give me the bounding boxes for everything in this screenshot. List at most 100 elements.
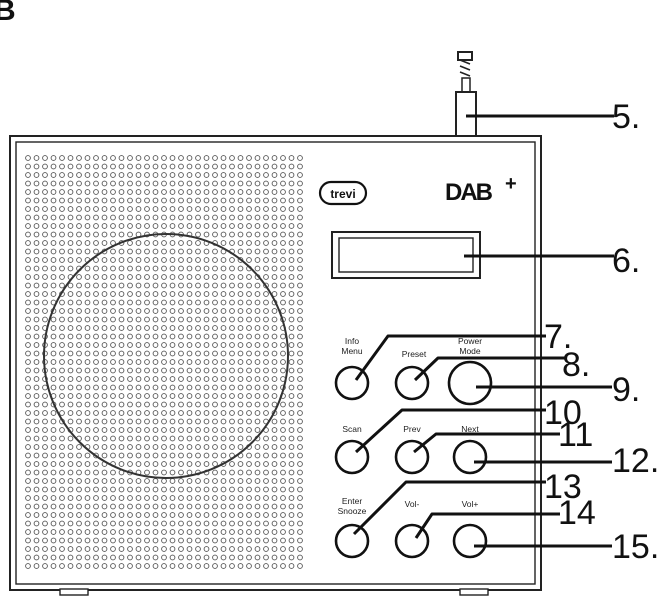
grille-hole <box>152 401 159 408</box>
grille-hole <box>144 384 150 391</box>
next-button[interactable]: Next <box>452 424 488 475</box>
grille-hole <box>254 350 261 357</box>
grille-hole <box>263 529 269 535</box>
grille-hole <box>84 325 91 331</box>
grille-hole <box>229 282 235 289</box>
grille-hole <box>127 308 133 314</box>
grille-hole <box>237 214 244 221</box>
grille-hole <box>220 240 227 246</box>
grille-hole <box>186 554 193 561</box>
grille-hole <box>84 495 91 501</box>
grille-hole <box>33 350 40 357</box>
grille-hole <box>229 350 235 357</box>
grille-hole <box>178 223 184 229</box>
grille-hole <box>84 478 91 484</box>
grille-hole <box>33 180 40 187</box>
grille-hole <box>50 333 57 340</box>
grille-hole <box>76 367 82 374</box>
grille-hole <box>50 469 57 476</box>
grille-hole <box>280 299 286 306</box>
enter-snooze-button-circle[interactable] <box>334 523 370 559</box>
grille-hole <box>195 529 201 535</box>
grille-hole <box>195 265 201 272</box>
grille-hole <box>144 265 150 272</box>
grille-hole <box>93 350 99 357</box>
grille-hole <box>229 512 235 518</box>
grille-hole <box>178 537 184 544</box>
grille-hole <box>203 537 210 544</box>
grille-hole <box>144 333 150 340</box>
grille-hole <box>203 231 210 238</box>
grille-hole <box>161 376 167 382</box>
grille-hole <box>254 189 261 195</box>
grille-hole <box>297 350 303 357</box>
grille-hole <box>280 223 286 229</box>
grille-hole <box>212 367 218 374</box>
grille-hole <box>288 495 295 501</box>
grille-hole <box>220 537 227 544</box>
grille-hole <box>135 537 142 544</box>
grille-hole <box>59 452 65 459</box>
grille-hole <box>93 163 99 170</box>
grille-hole <box>297 410 303 416</box>
grille-hole <box>178 197 184 204</box>
vol-plus-button[interactable]: Vol+ <box>452 499 488 559</box>
grille-hole <box>288 223 295 229</box>
grille-hole <box>297 265 303 272</box>
callout-number-scan: 10 <box>544 394 582 432</box>
grille-hole <box>297 529 303 535</box>
grille-hole <box>212 325 218 331</box>
grille-hole <box>67 495 74 501</box>
grille-hole <box>67 180 74 187</box>
grille-hole <box>288 350 295 357</box>
grille-hole <box>246 240 252 246</box>
grille-hole <box>229 478 235 484</box>
grille-hole <box>246 435 252 442</box>
grille-hole <box>84 240 91 246</box>
vol-plus-button-circle[interactable] <box>452 523 488 559</box>
grille-hole <box>237 503 244 510</box>
grille-hole <box>101 257 108 263</box>
grille-hole <box>67 444 74 450</box>
grille-hole <box>203 359 210 365</box>
grille-hole <box>271 444 278 450</box>
grille-hole <box>101 274 108 280</box>
grille-hole <box>186 308 193 314</box>
grille-hole <box>50 231 57 238</box>
grille-hole <box>186 452 193 459</box>
grille-hole <box>169 563 176 569</box>
grille-hole <box>297 367 303 374</box>
grille-hole <box>254 214 261 221</box>
grille-hole <box>169 197 176 204</box>
grille-hole <box>76 393 82 399</box>
grille-hole <box>33 265 40 272</box>
grille-hole <box>280 342 286 348</box>
grille-hole <box>84 197 91 204</box>
grille-hole <box>246 469 252 476</box>
grille-hole <box>229 469 235 476</box>
grille-hole <box>84 231 91 238</box>
grille-hole <box>288 512 295 518</box>
grille-hole <box>288 265 295 272</box>
grille-hole <box>33 291 40 297</box>
antenna <box>455 51 477 137</box>
grille-hole <box>254 282 261 289</box>
grille-hole <box>280 359 286 365</box>
grille-hole <box>195 427 201 433</box>
grille-hole <box>50 180 57 187</box>
grille-hole <box>288 563 295 569</box>
power-mode-button-circle[interactable] <box>447 360 493 406</box>
grille-hole <box>59 461 65 467</box>
grille-hole <box>93 452 99 459</box>
grille-hole <box>50 486 57 493</box>
next-button-circle[interactable] <box>452 439 488 475</box>
grille-hole <box>237 325 244 331</box>
grille-hole <box>212 214 218 221</box>
grille-hole <box>110 520 116 527</box>
grille-hole <box>50 427 57 433</box>
grille-hole <box>135 546 142 552</box>
